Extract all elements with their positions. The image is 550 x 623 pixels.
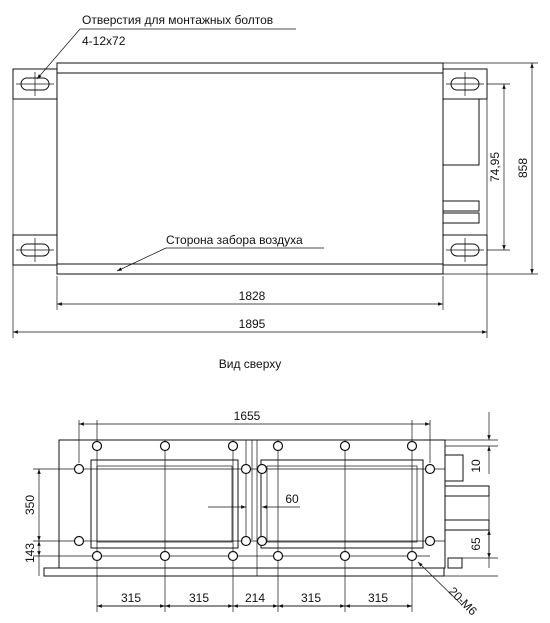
hole	[227, 550, 239, 562]
dimension-inner-width-value: 1828	[239, 289, 266, 303]
hole	[73, 463, 85, 475]
dimension-height-inner: 74,95	[487, 83, 510, 251]
callout-mounting-holes: Отверстия для монтажных болтов 4-12x72	[36, 13, 296, 80]
dimension-left: 350 143	[23, 469, 79, 576]
dimension-top-width: 1655	[78, 409, 431, 463]
dimension-gap-value: 60	[285, 492, 299, 506]
hole	[406, 550, 418, 562]
dimension-right-upper: 10	[469, 459, 483, 473]
callout-holes-title: Отверстия для монтажных болтов	[82, 13, 273, 27]
mounting-lug-top-left	[12, 68, 58, 100]
hole	[406, 440, 418, 452]
pipe-connector-2	[442, 212, 480, 224]
hole	[240, 463, 252, 475]
hole	[272, 440, 284, 452]
mounting-lug-bottom-left	[12, 234, 58, 266]
control-box	[442, 98, 480, 166]
hole	[339, 440, 351, 452]
dimension-spacing-chain: 315 315 214 315 315	[97, 591, 412, 608]
panel-right-inner	[266, 465, 418, 543]
hole	[227, 440, 239, 452]
dimension-spacing-5: 315	[368, 591, 388, 605]
hole	[256, 535, 268, 547]
callout-air-intake-label: Сторона забора воздуха	[166, 233, 303, 247]
dimension-overall-width: 1895	[12, 99, 488, 338]
hole	[272, 550, 284, 562]
dimension-top-width-value: 1655	[234, 409, 261, 423]
dimension-right-lower: 65	[469, 537, 483, 551]
panel-right	[260, 459, 424, 549]
dimension-overall-width-value: 1895	[239, 317, 266, 331]
hole	[339, 550, 351, 562]
hole	[73, 535, 85, 547]
hole	[256, 463, 268, 475]
callout-air-intake: Сторона забора воздуха	[116, 233, 324, 272]
dimension-spacing-4: 315	[301, 591, 321, 605]
dimension-height-overall: 858	[443, 62, 538, 275]
mounting-lug-top-right	[442, 68, 488, 100]
callout-holes-spec: 4-12x72	[82, 34, 126, 48]
dimension-spacing-1: 315	[121, 591, 141, 605]
dimension-spacing-3: 214	[245, 591, 265, 605]
bottom-view: 1655 60 315 315 214 315 315	[23, 409, 498, 618]
dimension-left-upper: 350	[23, 495, 37, 515]
hole	[240, 535, 252, 547]
callout-thread-label: 20-M6	[446, 584, 480, 618]
top-view: Отверстия для монтажных болтов 4-12x72 С…	[12, 13, 538, 371]
callout-thread: 20-M6	[417, 561, 480, 618]
dimension-right: 10 65	[444, 412, 498, 577]
base-strip	[43, 567, 445, 577]
hole	[159, 550, 171, 562]
hole	[424, 463, 436, 475]
hole	[424, 535, 436, 547]
dimension-spacing-2: 315	[189, 591, 209, 605]
pipe-connector-1	[442, 200, 480, 212]
dimension-height-overall-value: 858	[516, 158, 530, 178]
dimension-inner-width: 1828	[56, 276, 444, 310]
unit-body-outline	[56, 62, 444, 275]
view-caption: Вид сверху	[219, 357, 282, 371]
panel-left-inner	[96, 465, 233, 543]
mounting-holes	[73, 440, 436, 562]
hole-grid	[33, 420, 445, 612]
hole	[159, 440, 171, 452]
panel-left	[90, 459, 239, 549]
hole	[91, 550, 103, 562]
mounting-lug-bottom-right	[442, 234, 488, 266]
dimension-left-lower: 143	[23, 543, 37, 563]
dimension-height-inner-value: 74,95	[488, 152, 502, 182]
dimension-gap: 60	[208, 492, 300, 509]
hole	[91, 440, 103, 452]
